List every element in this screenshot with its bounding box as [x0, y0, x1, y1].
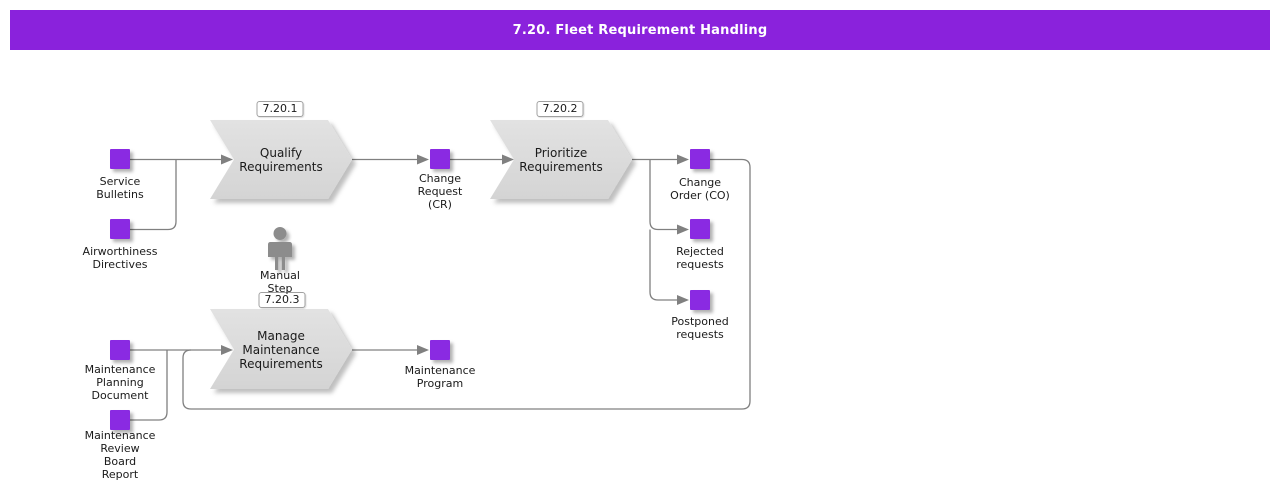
step-label-manage-maintenance-requirements: Manage Maintenance Requirements: [239, 329, 323, 371]
step-badge-7-20-2[interactable]: 7.20.2: [536, 101, 584, 117]
connector-airworthiness-to-qualify: [130, 159, 177, 231]
connector-prioritize-to-rejected: [649, 159, 677, 231]
manual-step-label: Manual Step: [260, 269, 300, 295]
step-label-qualify-requirements: Qualify Requirements: [239, 146, 323, 174]
person-head: [273, 227, 287, 240]
arrowhead: [221, 345, 233, 355]
arrowhead: [417, 345, 429, 355]
arrowhead: [677, 154, 689, 165]
step-label-prioritize-requirements: Prioritize Requirements: [519, 146, 603, 174]
artifact-airworthiness-directives[interactable]: [110, 219, 130, 239]
label-maintenance-planning-document: Maintenance Planning Document: [84, 363, 156, 402]
connector-change-order-to-manage-loop: [182, 158, 751, 410]
step-qualify-requirements-shape[interactable]: [210, 120, 352, 199]
step-badge-7-20-3[interactable]: 7.20.3: [258, 292, 306, 308]
step-prioritize-requirements-shape[interactable]: [490, 120, 632, 199]
person-body: [268, 242, 292, 270]
label-postponed-requests: Postponed requests: [671, 315, 729, 341]
connector-prioritize-to-postponed: [649, 229, 677, 301]
arrowhead: [221, 154, 233, 165]
connectors: [130, 154, 751, 421]
step-badge-7-20-1[interactable]: 7.20.1: [256, 101, 304, 117]
artifact-postponed-requests[interactable]: [690, 290, 710, 310]
label-maintenance-review-board-report: Maintenance Review Board Report: [84, 429, 156, 481]
arrowhead: [417, 154, 429, 165]
diagram-title: 7.20. Fleet Requirement Handling: [512, 22, 768, 38]
artifact-change-order[interactable]: [690, 149, 710, 169]
label-rejected-requests: Rejected requests: [676, 245, 724, 271]
step-manage-maintenance-requirements-shape[interactable]: [210, 309, 352, 389]
arrowhead: [502, 154, 514, 165]
artifact-change-request[interactable]: [430, 149, 450, 169]
artifact-maintenance-program[interactable]: [430, 340, 450, 360]
title-bar: 7.20. Fleet Requirement Handling: [10, 10, 1270, 50]
manual-step-icon[interactable]: [268, 227, 292, 270]
connector-review-board-to-manage: [130, 350, 168, 421]
arrowhead: [677, 295, 689, 305]
label-change-request: Change Request (CR): [417, 172, 463, 211]
artifact-service-bulletins[interactable]: [110, 149, 130, 169]
artifact-maintenance-review-board-report[interactable]: [110, 410, 130, 430]
label-maintenance-program: Maintenance Program: [404, 364, 476, 390]
label-service-bulletins: Service Bulletins: [96, 175, 144, 201]
label-change-order: Change Order (CO): [670, 176, 730, 202]
artifact-rejected-requests[interactable]: [690, 219, 710, 239]
label-airworthiness-directives: Airworthiness Directives: [82, 245, 158, 271]
arrowhead: [677, 224, 689, 235]
artifact-maintenance-planning-document[interactable]: [110, 340, 130, 360]
